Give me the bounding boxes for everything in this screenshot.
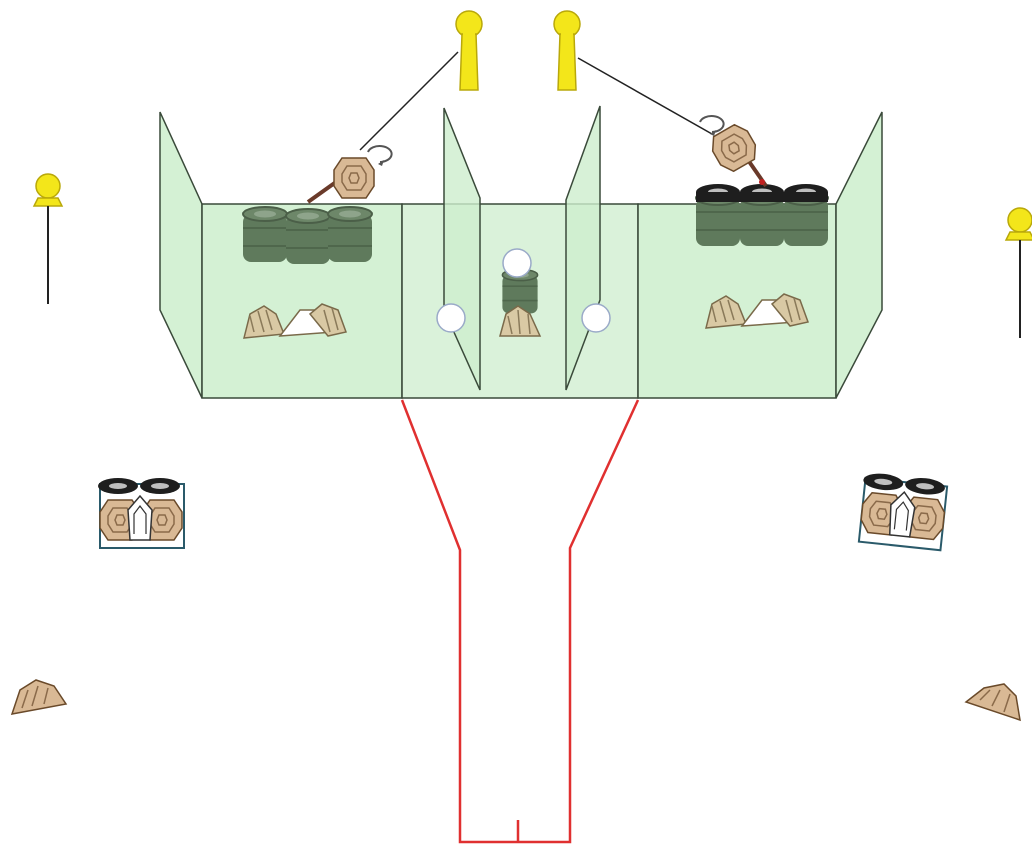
right-target-on-barrels (857, 473, 949, 552)
steel-plate-top (502, 248, 532, 278)
left-target-on-barrels (98, 478, 185, 549)
left-mini-popper (33, 173, 63, 305)
steel-plate-right (581, 303, 611, 333)
right-mini-popper (1005, 207, 1032, 339)
right-activator-popper (553, 10, 581, 91)
left-barrel-stack (242, 206, 373, 265)
left-activator-popper (455, 10, 483, 91)
right-wing-wall (835, 111, 883, 399)
fault-line (400, 399, 640, 844)
left-activation-cable (359, 51, 459, 151)
left-swinging-target (306, 145, 393, 204)
right-swinging-target (699, 115, 768, 188)
right-wall-bay (637, 111, 883, 399)
left-ground-target (10, 679, 68, 715)
center-low-target (499, 305, 542, 337)
left-wing-wall (159, 111, 203, 399)
right-ground-target (964, 683, 1021, 722)
right-barrel-stack (695, 184, 829, 247)
right-activation-cable (577, 57, 713, 135)
steel-plate-left (436, 303, 466, 333)
